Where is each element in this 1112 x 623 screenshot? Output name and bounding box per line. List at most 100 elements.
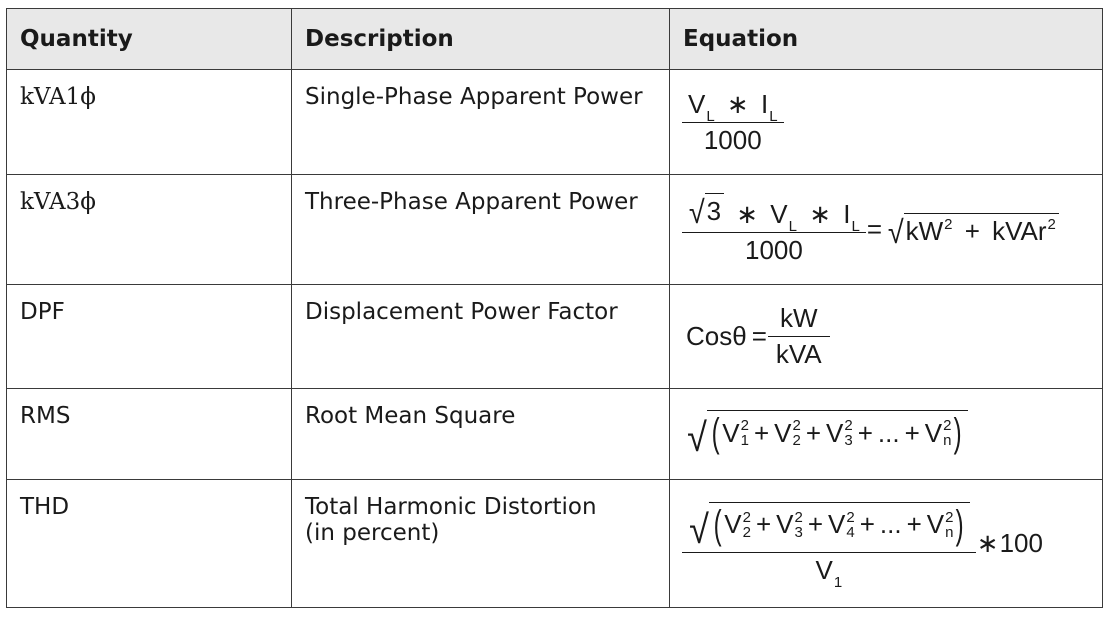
equals-sign: = <box>866 214 883 244</box>
quantity-label: kVA3ϕ <box>20 189 96 215</box>
var-v: V <box>770 199 788 229</box>
cos-theta: Cosθ <box>686 321 747 351</box>
header-quantity: Quantity <box>6 8 292 70</box>
subscript: L <box>706 107 715 125</box>
plus-sign: + <box>906 509 922 539</box>
plus-sign: + <box>755 509 772 539</box>
header-description: Description <box>291 8 670 70</box>
times-symbol: ∗ <box>726 88 749 119</box>
superscript: 2 <box>742 508 751 526</box>
quantity-cell: RMS <box>6 388 292 480</box>
plus-sign: + <box>904 417 920 448</box>
times-symbol: ∗ <box>976 528 999 558</box>
denominator: 1000 <box>682 232 866 266</box>
times-symbol: ∗ <box>736 199 759 229</box>
power-quantity-table: Quantity Description Equation kVA1ϕ Sing… <box>6 8 1103 608</box>
sqrt: √ kW2 + kVAr2 <box>887 212 1059 250</box>
equation-cell: √3 ∗ VL ∗ IL 1000 = √ kW2 + <box>669 174 1103 285</box>
radical-sign: √ <box>687 416 707 460</box>
table-row: DPF Displacement Power Factor Cosθ = kW … <box>6 284 1103 389</box>
fraction: kW kVA <box>767 303 830 370</box>
superscript: 2 <box>794 508 803 526</box>
subscript: 1 <box>740 432 749 449</box>
subscript: 3 <box>794 523 803 541</box>
right-paren: ) <box>956 502 965 547</box>
description-cell: Displacement Power Factor <box>291 284 670 389</box>
radical-sign: √ <box>688 194 705 230</box>
equation-kva1: VL ∗ IL 1000 <box>682 88 784 156</box>
equals-sign: = <box>751 321 767 351</box>
subscript: L <box>788 218 797 235</box>
plus-sign: + <box>964 215 980 246</box>
superscript: 2 <box>846 508 855 526</box>
table-row: kVA1ϕ Single-Phase Apparent Power VL ∗ I… <box>6 69 1103 175</box>
quantity-label: kVA1ϕ <box>20 84 96 110</box>
radical-sign: √ <box>689 507 709 552</box>
var-i: I <box>760 88 769 119</box>
fraction: √3 ∗ VL ∗ IL 1000 <box>682 193 866 266</box>
description-line: Single-Phase Apparent Power <box>305 84 643 110</box>
subscript: 4 <box>846 523 855 541</box>
var-v: V <box>776 509 794 539</box>
ellipsis: ... <box>877 417 900 448</box>
equation-kva3: √3 ∗ VL ∗ IL 1000 = √ kW2 + <box>682 193 1059 266</box>
term-kw: kW <box>905 215 944 246</box>
equation-cell: Cosθ = kW kVA <box>669 284 1103 389</box>
denominator: kVA <box>767 336 830 370</box>
subscript: 1 <box>833 573 843 591</box>
denominator: V1 <box>682 551 976 591</box>
quantity-cell: kVA1ϕ <box>6 69 292 175</box>
description-line: Root Mean Square <box>305 403 516 429</box>
sqrt: √3 <box>688 193 725 230</box>
var-v: V <box>826 417 844 448</box>
quantity-label: RMS <box>20 403 71 429</box>
subscript: n <box>945 523 954 541</box>
equation-dpf: Cosθ = kW kVA <box>686 303 830 370</box>
numerator: √3 ∗ VL ∗ IL <box>686 193 862 235</box>
numerator: VL ∗ IL <box>686 88 780 125</box>
var-v: V <box>688 88 706 119</box>
description-line: Three-Phase Apparent Power <box>305 189 638 215</box>
superscript: 2 <box>944 215 953 233</box>
superscript: 2 <box>1047 215 1056 233</box>
plus-sign: + <box>807 509 824 539</box>
superscript: 2 <box>740 417 749 434</box>
quantity-label: THD <box>20 494 70 520</box>
radical-sign: √ <box>887 213 904 250</box>
superscript: 2 <box>945 508 954 526</box>
var-v: V <box>722 417 740 448</box>
subscript: 2 <box>792 432 801 449</box>
description-line: Displacement Power Factor <box>305 299 618 325</box>
fraction: VL ∗ IL 1000 <box>682 88 784 156</box>
description-cell: Single-Phase Apparent Power <box>291 69 670 175</box>
header-row: Quantity Description Equation <box>6 8 1103 70</box>
denominator: 1000 <box>682 121 784 156</box>
quantity-cell: THD <box>6 479 292 608</box>
superscript: 2 <box>844 417 853 434</box>
right-paren: ) <box>954 411 963 455</box>
subscript: 3 <box>844 432 853 449</box>
description-cell: Total Harmonic Distortion (in percent) <box>291 479 670 608</box>
ellipsis: ... <box>879 509 902 539</box>
subscript: 2 <box>742 523 751 541</box>
table-row: THD Total Harmonic Distortion (in percen… <box>6 479 1103 608</box>
var-v: V <box>828 509 846 539</box>
var-v: V <box>815 554 833 585</box>
quantity-cell: kVA3ϕ <box>6 174 292 285</box>
subscript: n <box>943 432 952 449</box>
quantity-label: DPF <box>20 299 65 325</box>
description-line: (in percent) <box>305 520 440 546</box>
var-v: V <box>724 509 742 539</box>
description-cell: Root Mean Square <box>291 388 670 480</box>
